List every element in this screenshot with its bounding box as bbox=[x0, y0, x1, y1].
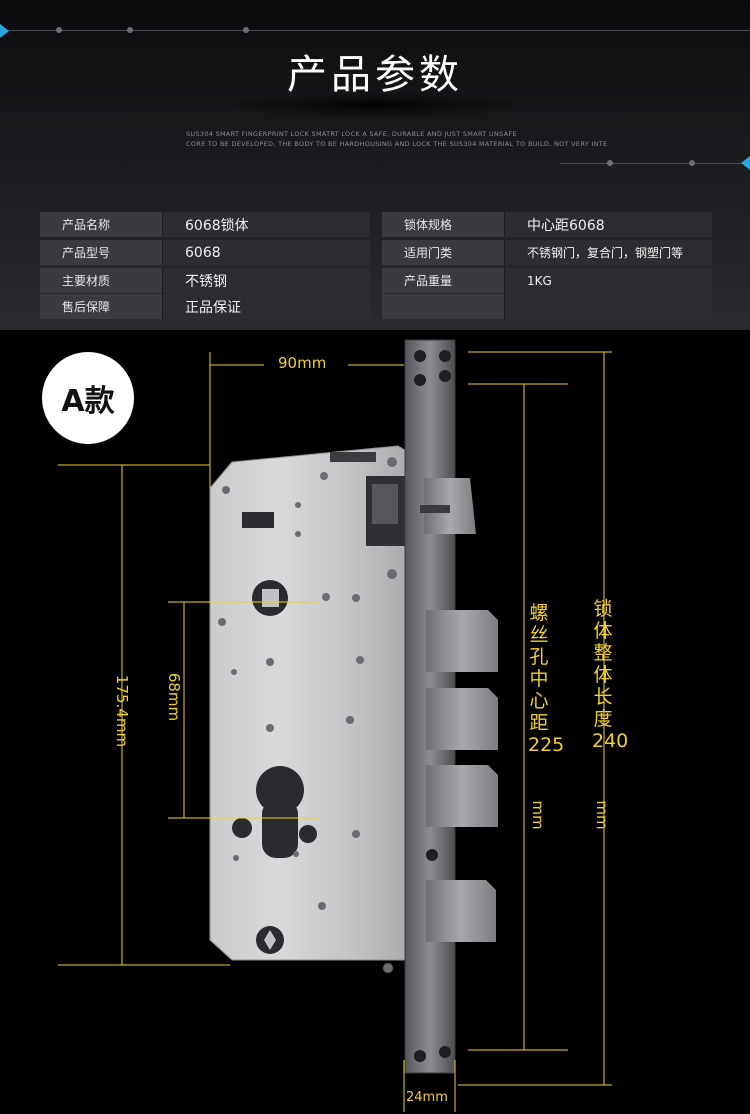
variant-badge: A款 bbox=[42, 352, 134, 444]
spec-label: 产品重量 bbox=[382, 268, 504, 293]
page-title: 产品参数 bbox=[287, 52, 463, 98]
subtitle-line-1: SUS304 SMART FINGERPRINT LOCK SMATRT LOC… bbox=[186, 130, 517, 138]
header-line-top bbox=[0, 30, 750, 31]
upper-slot bbox=[242, 512, 274, 528]
cylinder-hole bbox=[256, 766, 304, 814]
header-dot bbox=[243, 27, 249, 33]
dimension-lines bbox=[58, 351, 612, 1112]
spec-row: 产品型号 6068 bbox=[40, 240, 370, 265]
faceplate-holes bbox=[414, 350, 451, 1062]
header-dot bbox=[127, 27, 133, 33]
spec-label: 主要材质 bbox=[40, 268, 162, 293]
spec-value: 中心距6068 bbox=[504, 212, 712, 237]
header-banner: 产品参数 SUS304 SMART FINGERPRINT LOCK SMATR… bbox=[0, 0, 750, 330]
spec-label: 锁体规格 bbox=[382, 212, 504, 237]
corner-arrow-icon bbox=[0, 24, 9, 38]
spec-label: 产品名称 bbox=[40, 212, 162, 237]
spec-row: 售后保障 正品保证 bbox=[40, 294, 370, 319]
spec-value: 不锈钢门，复合门，钢塑门等 bbox=[504, 240, 712, 265]
header-dot bbox=[607, 160, 613, 166]
spec-label: 产品型号 bbox=[40, 240, 162, 265]
spec-label: 售后保障 bbox=[40, 294, 162, 319]
spec-label: 适用门类 bbox=[382, 240, 504, 265]
spec-value: 正品保证 bbox=[162, 294, 370, 319]
spec-row: 主要材质 不锈钢 bbox=[40, 268, 370, 293]
dim-screw-unit: mm bbox=[529, 800, 547, 830]
deadbolts bbox=[426, 610, 498, 942]
spec-label bbox=[382, 294, 504, 319]
subtitle-line-2: CORE TO BE DEVELOPED, THE BODY TO BE HAR… bbox=[186, 140, 608, 148]
header-line-bottom bbox=[560, 163, 750, 164]
spec-row: 锁体规格 中心距6068 bbox=[382, 212, 712, 237]
dim-screw-label: 螺丝孔中心距225 bbox=[528, 602, 565, 756]
title-shadow bbox=[220, 92, 530, 118]
spec-row: 产品名称 6068锁体 bbox=[40, 212, 370, 237]
spec-value: 1KG bbox=[504, 268, 712, 293]
header-dot bbox=[689, 160, 695, 166]
dim-cylinder-label: 68mm bbox=[165, 672, 183, 722]
spec-value: 不锈钢 bbox=[162, 268, 370, 293]
spec-row: 适用门类 不锈钢门，复合门，钢塑门等 bbox=[382, 240, 712, 265]
corner-arrow-icon bbox=[741, 156, 750, 170]
dim-total-unit: mm bbox=[593, 800, 611, 830]
header-dot bbox=[56, 27, 62, 33]
spec-value: 6068 bbox=[162, 240, 370, 265]
rivets bbox=[218, 457, 397, 973]
spec-row bbox=[382, 294, 712, 319]
dim-faceplate-label: 24mm bbox=[406, 1090, 448, 1105]
spec-row: 产品重量 1KG bbox=[382, 268, 712, 293]
spec-value bbox=[504, 294, 712, 319]
dim-total-label: 锁体整体长度240 bbox=[592, 598, 629, 752]
top-slot bbox=[330, 452, 376, 462]
spec-table-right: 锁体规格 中心距6068 适用门类 不锈钢门，复合门，钢塑门等 产品重量 1KG bbox=[382, 212, 712, 321]
dim-height-label: 175.4mm bbox=[113, 674, 131, 748]
dim-width-label: 90mm bbox=[278, 354, 327, 372]
spec-table-left: 产品名称 6068锁体 产品型号 6068 主要材质 不锈钢 售后保障 正品保证 bbox=[40, 212, 370, 321]
spec-value: 6068锁体 bbox=[162, 212, 370, 237]
